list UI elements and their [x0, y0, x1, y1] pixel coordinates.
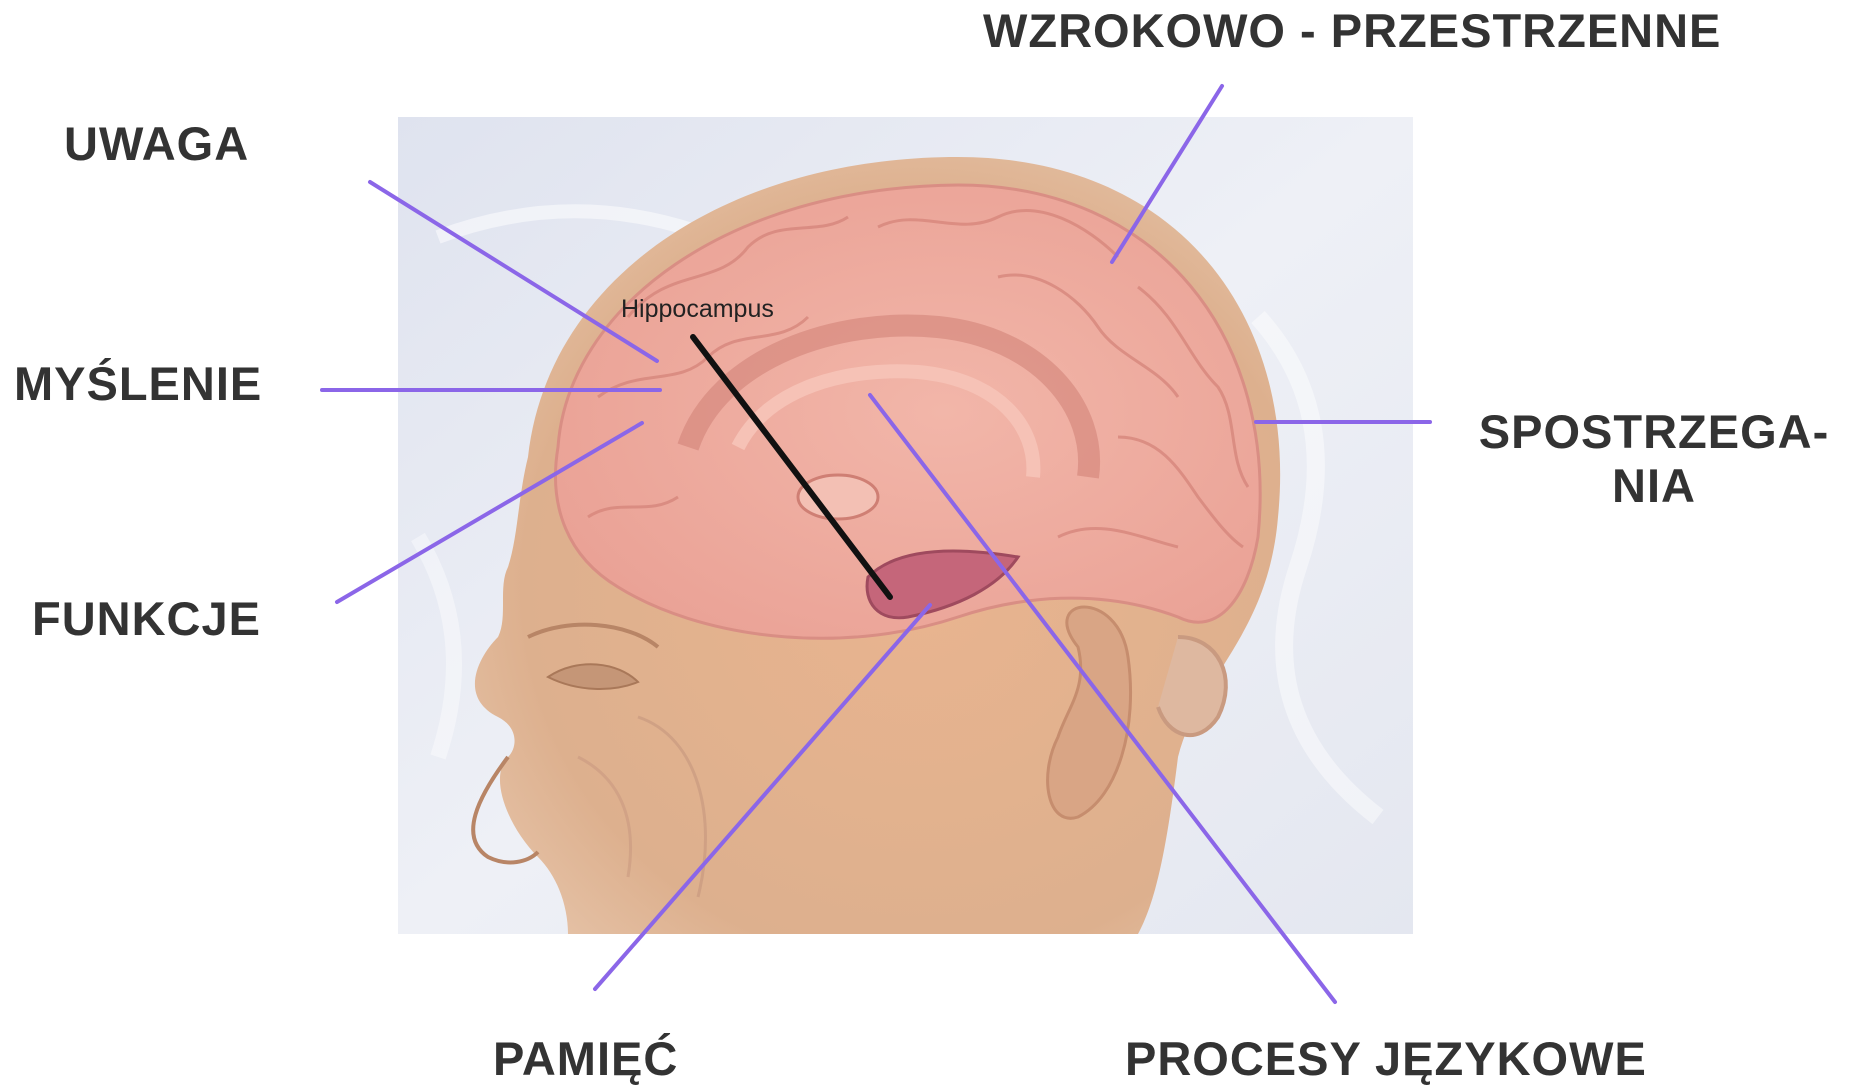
label-wzrokowo-przestrzenne: WZROKOWO - PRZESTRZENNE	[983, 4, 1721, 58]
label-spostrzegania-line1: SPOSTRZEGA-	[1454, 405, 1854, 459]
label-spostrzegania: SPOSTRZEGA- NIA	[1454, 405, 1854, 513]
label-spostrzegania-line2: NIA	[1454, 459, 1854, 513]
label-procesy-jezykowe: PROCESY JĘZYKOWE	[1125, 1032, 1647, 1086]
brain-illustration: Hippocampus	[398, 117, 1413, 934]
label-pamiec: PAMIĘĆ	[493, 1032, 678, 1086]
label-uwaga: UWAGA	[64, 117, 249, 171]
label-myslenie: MYŚLENIE	[14, 357, 262, 411]
label-funkcje: FUNKCJE	[32, 592, 261, 646]
hippocampus-label: Hippocampus	[621, 295, 774, 323]
